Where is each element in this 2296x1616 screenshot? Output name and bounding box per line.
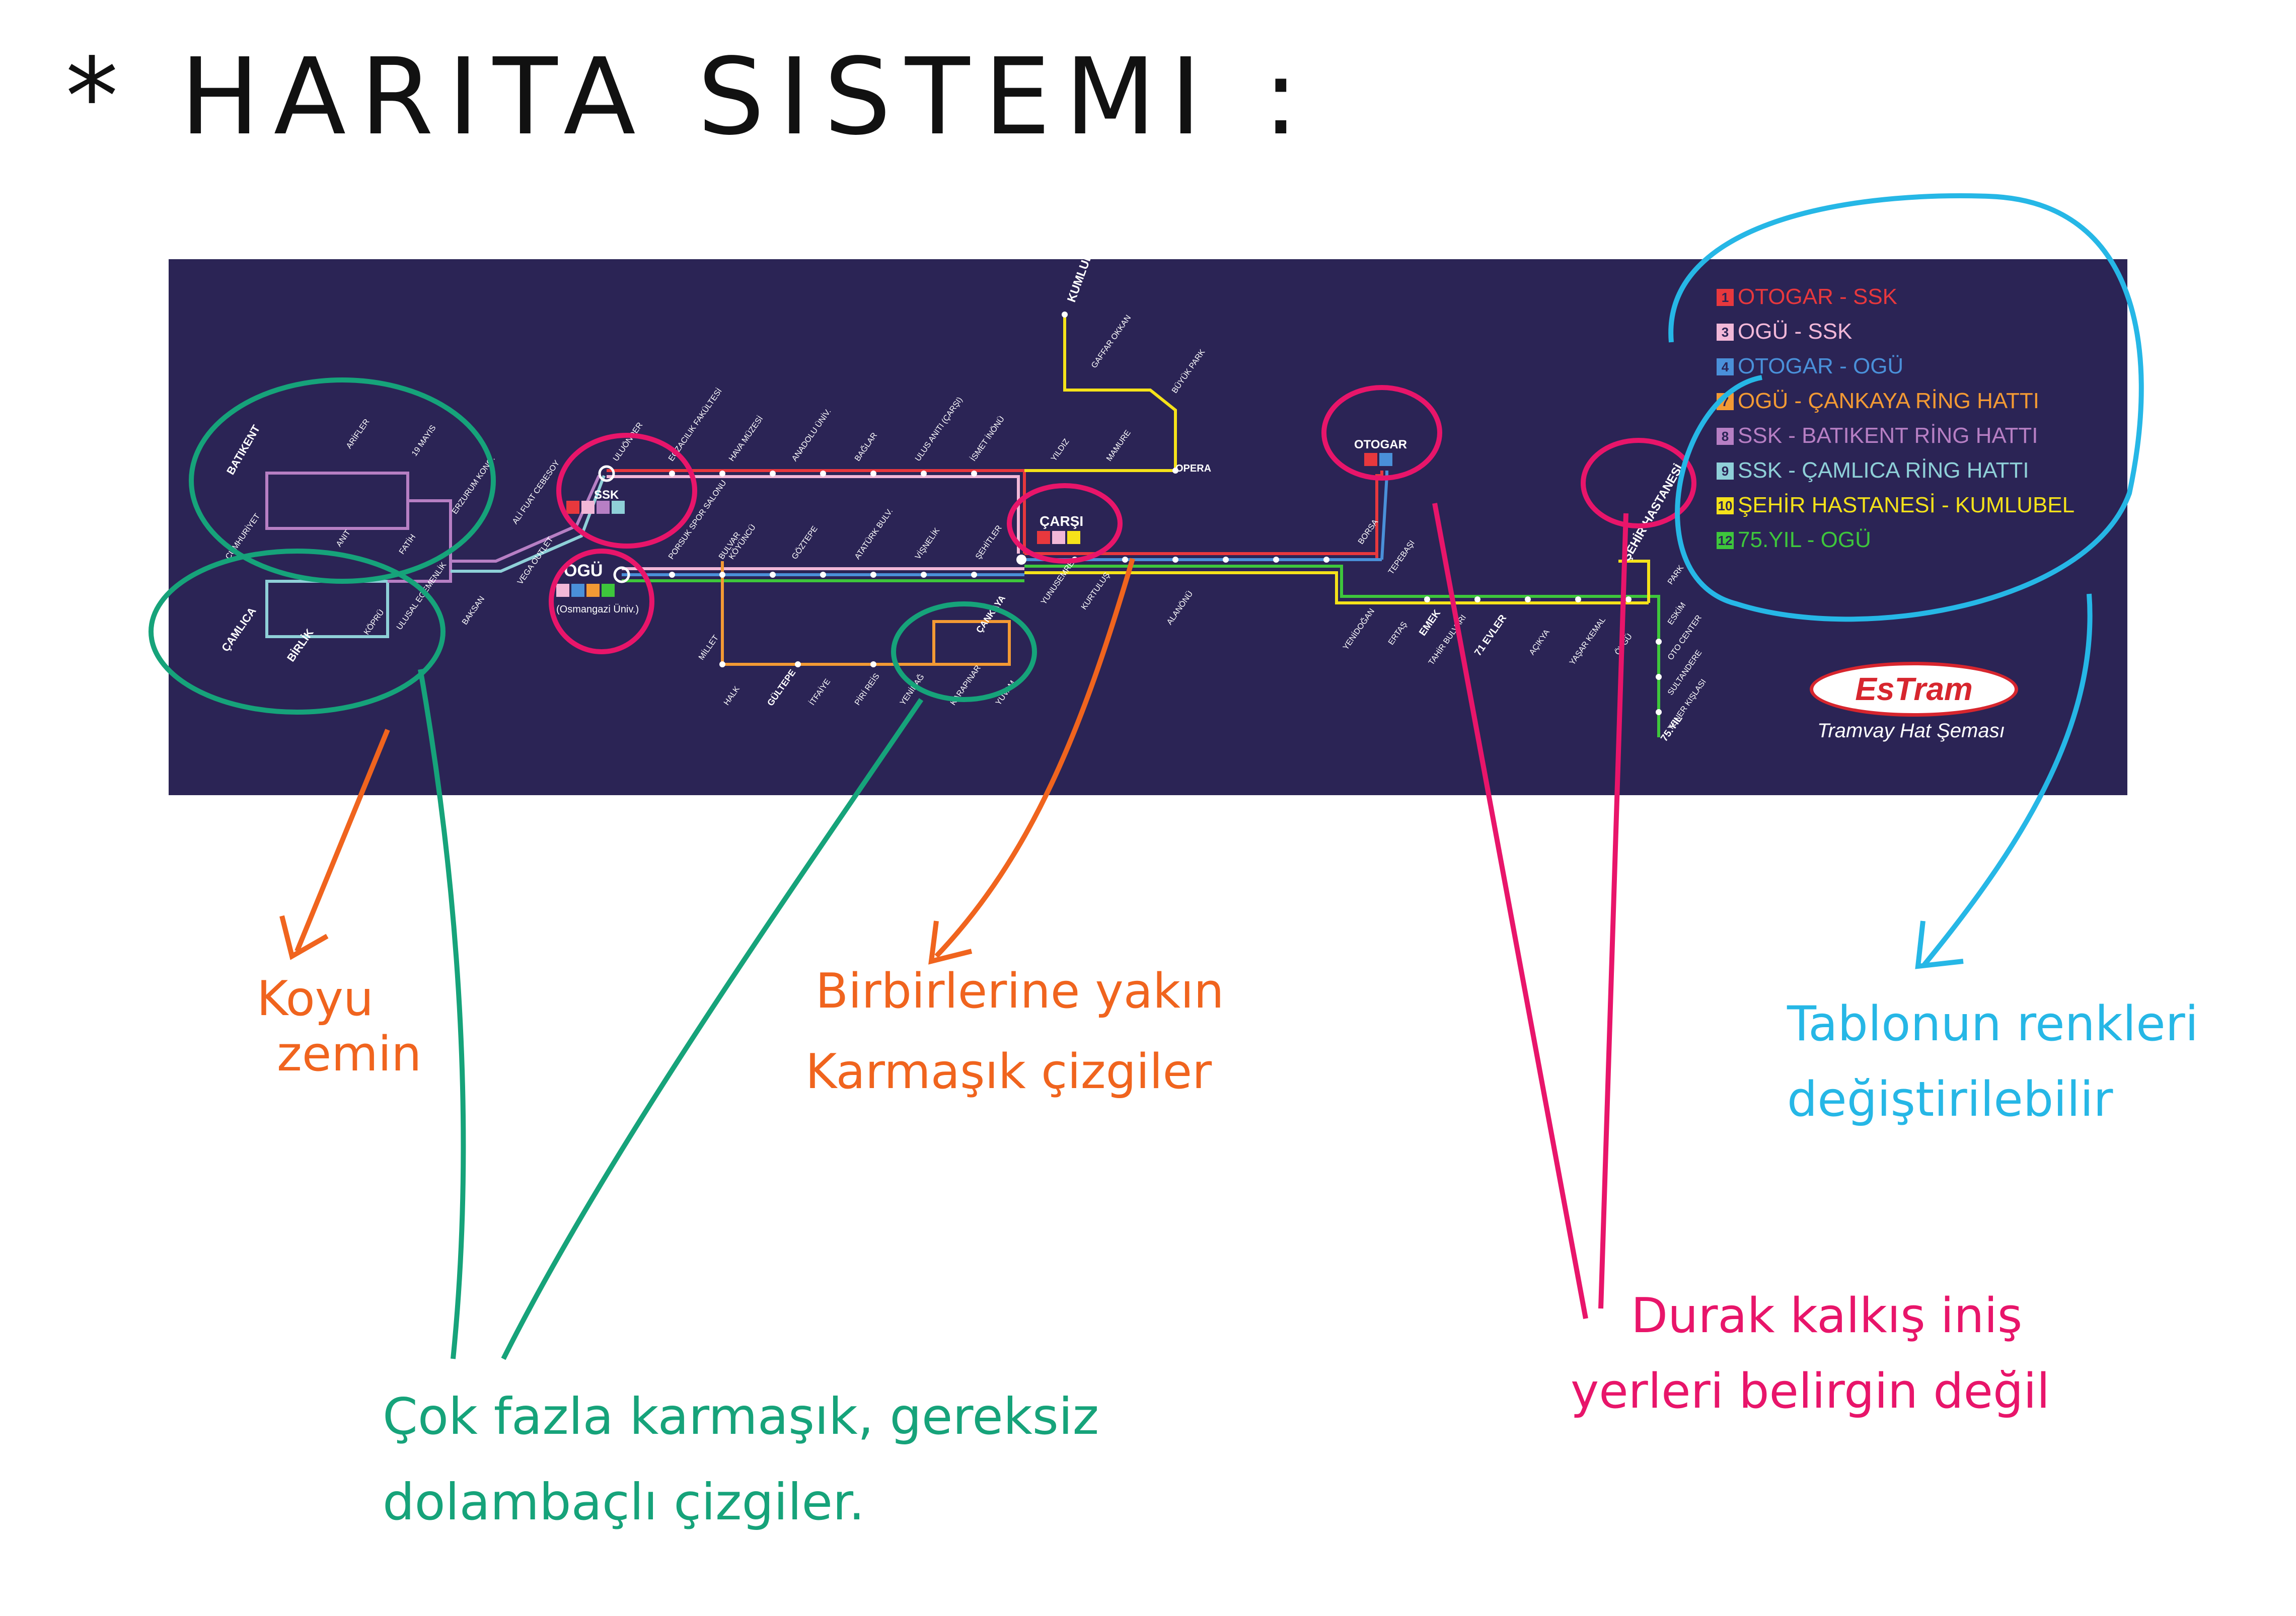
green-circle-cankaya: [891, 601, 1037, 702]
note-line: Durak kalkış iniş: [1631, 1288, 2023, 1344]
note-birbirlerine: Birbirlerine yakın Karmaşık çizgiler: [805, 951, 1224, 1112]
otogar-line-badges: [1364, 453, 1399, 468]
legend-label: SSK - ÇAMLICA RİNG HATTI: [1738, 458, 2029, 483]
line-10-kumlubel: [1024, 315, 1177, 472]
orange-arrowhead-birbirlerine: [928, 920, 973, 965]
orange-arrow-koyu: [294, 729, 390, 952]
green-circle-camlica: [149, 549, 446, 715]
ogu-line-badges: [556, 584, 622, 599]
note-line: Karmaşık çizgiler: [805, 1044, 1212, 1100]
estram-logo: EsTram: [1810, 662, 2018, 717]
station-opera: OPERA: [1175, 463, 1212, 474]
pink-line-2: [1598, 513, 1628, 1309]
pink-circle-ogu: [549, 549, 654, 654]
line-10-sehir: [1618, 560, 1650, 603]
orange-arrow-birbirlerine: [934, 558, 1135, 958]
legend-badge: 10: [1717, 497, 1734, 514]
pink-circle-carsi: [1007, 483, 1123, 564]
note-line: dolambaçlı çizgiler.: [383, 1473, 865, 1531]
note-line: Birbirlerine yakın: [816, 964, 1224, 1019]
line-3-top: [607, 475, 1020, 554]
green-line-2: [501, 698, 924, 1360]
station-ssk: SSK: [594, 488, 619, 502]
legend-label: OTOGAR - SSK: [1738, 284, 1898, 309]
legend-badge: 3: [1717, 324, 1734, 341]
line-7-ring: [721, 561, 1011, 666]
note-line: Tablonun renkleri: [1787, 996, 2199, 1052]
pink-circle-sehir: [1581, 438, 1696, 528]
green-line-1: [418, 669, 466, 1359]
green-circle-batikent: [189, 377, 496, 584]
cyan-arrow: [1921, 593, 2093, 968]
legend-badge: 8: [1717, 428, 1734, 445]
line-8-connector: [388, 499, 452, 583]
pink-circle-ssk: [556, 433, 697, 549]
map-subtitle: Tramvay Hat Şeması: [1817, 720, 2005, 742]
legend-badge: 12: [1717, 532, 1734, 549]
legend-badge: 4: [1717, 358, 1734, 375]
station-carsi: ÇARŞI: [1040, 513, 1084, 529]
pink-line-1: [1432, 503, 1588, 1319]
note-line: yerleri belirgin değil: [1571, 1364, 2050, 1419]
legend-label: OGÜ - SSK: [1738, 319, 1853, 344]
legend-badge: 9: [1717, 463, 1734, 480]
legend-badge: 1: [1717, 289, 1734, 306]
line-10-east: [1024, 571, 1649, 604]
note-line: değiştirilebilir: [1787, 1072, 2113, 1127]
cyan-circle-legend: [1668, 193, 2144, 622]
station-ogu-sub: (Osmangazi Üniv.): [556, 604, 639, 615]
cyan-arrowhead: [1915, 920, 1964, 969]
note-koyu-zemin: Koyu zemin: [257, 971, 421, 1082]
estram-logo-text: EsTram: [1855, 671, 1973, 707]
note-line: zemin: [277, 1027, 422, 1082]
note-durak: Durak kalkış iniş yerleri belirgin değil: [1571, 1278, 2050, 1429]
note-tablo: Tablonun renkleri değiştirilebilir: [1787, 986, 2198, 1137]
tram-lines-svg: [265, 312, 1662, 737]
station-otogar: OTOGAR: [1354, 438, 1407, 451]
legend-label: SSK - BATIKENT RİNG HATTI: [1738, 423, 2038, 448]
ssk-line-badges: [566, 501, 627, 516]
legend-label: OTOGAR - OGÜ: [1738, 354, 1904, 378]
station-dots: [598, 312, 1662, 715]
legend-label: ŞEHİR HASTANESİ - KUMLUBEL: [1738, 493, 2075, 517]
carsi-line-badges: [1037, 531, 1092, 546]
legend-label: OGÜ - ÇANKAYA RİNG HATTI: [1738, 389, 2039, 413]
legend-label: 75.YIL - OGÜ: [1738, 527, 1871, 552]
note-line: Koyu: [257, 971, 374, 1027]
tram-map-panel: SSK OGÜ (Osmangazi Üniv.) ÇARŞI OTOGAR Ş…: [169, 236, 2127, 795]
note-line: Çok fazla karmaşık, gereksiz: [383, 1387, 1099, 1446]
note-cok-fazla: Çok fazla karmaşık, gereksiz dolambaçlı …: [383, 1374, 1099, 1545]
page-title: * HARITA SISTEMI :: [65, 35, 1313, 159]
pink-circle-otogar: [1321, 385, 1442, 481]
line-12-east: [1024, 565, 1660, 606]
orange-arrowhead-koyu: [279, 915, 329, 960]
